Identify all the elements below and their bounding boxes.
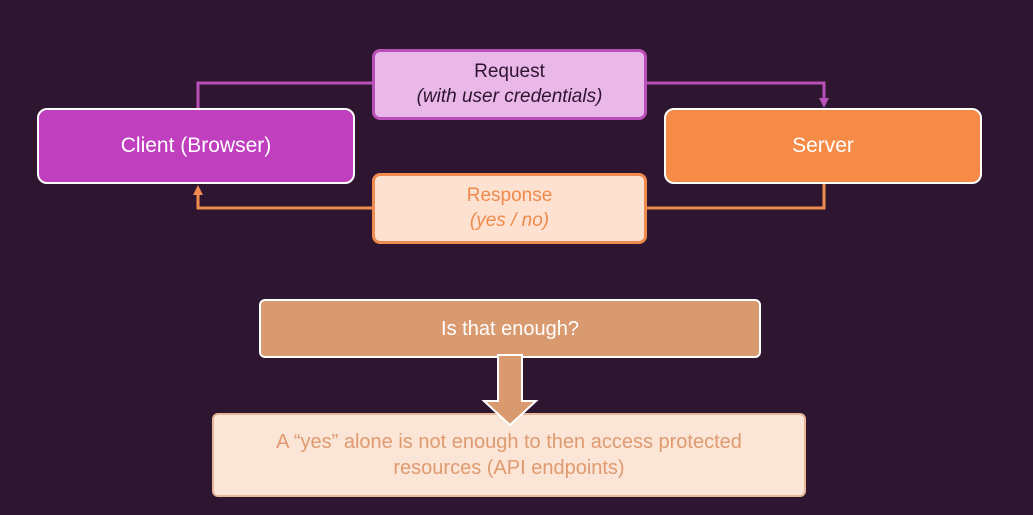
response-title: Response xyxy=(466,184,553,206)
question-box: Is that enough? xyxy=(259,299,761,358)
request-connector-left xyxy=(196,81,372,108)
response-connector-left xyxy=(193,185,372,210)
request-subtitle: (with user credentials) xyxy=(416,85,603,107)
request-connector-right xyxy=(647,81,829,108)
client-label: Client (Browser) xyxy=(120,134,272,158)
response-box: Response (yes / no) xyxy=(372,173,647,244)
answer-line-2: resources (API endpoints) xyxy=(393,457,625,479)
server-label: Server xyxy=(792,134,854,158)
down-arrow-icon xyxy=(481,354,539,427)
response-connector-right xyxy=(647,184,826,210)
client-browser-box: Client (Browser) xyxy=(37,108,355,184)
request-title: Request xyxy=(474,60,545,82)
answer-box: A “yes” alone is not enough to then acce… xyxy=(212,413,806,497)
response-subtitle: (yes / no) xyxy=(469,209,550,231)
answer-line-1: A “yes” alone is not enough to then acce… xyxy=(276,431,742,453)
server-box: Server xyxy=(664,108,982,184)
request-box: Request (with user credentials) xyxy=(372,49,647,120)
question-text: Is that enough? xyxy=(441,317,579,340)
